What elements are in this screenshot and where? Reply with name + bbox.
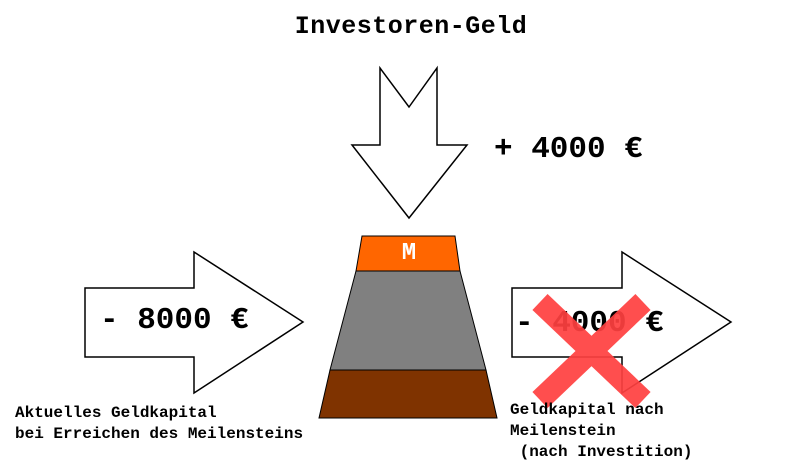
right-caption-line3: (nach Investition) [510, 443, 693, 461]
left-caption-line2: bei Erreichen des Meilensteins [15, 425, 304, 443]
left-amount: - 8000 € [100, 303, 249, 338]
left-right-arrow-icon [84, 250, 305, 395]
milestone-label: M [401, 240, 417, 267]
right-caption-line1: Geldkapital nach [510, 401, 664, 419]
investor-amount: + 4000 € [494, 132, 643, 167]
right-caption: Geldkapital nach Meilenstein (nach Inves… [510, 400, 692, 463]
milestone-base-segment [318, 369, 498, 419]
right-caption-line2: Meilenstein [510, 422, 616, 440]
left-caption: Aktuelles Geldkapital bei Erreichen des … [15, 403, 303, 445]
left-caption-line1: Aktuelles Geldkapital [15, 404, 217, 422]
diagram-title: Investoren-Geld [294, 12, 528, 41]
investor-down-arrow-icon [350, 65, 469, 220]
cross-mark-icon [532, 294, 651, 408]
